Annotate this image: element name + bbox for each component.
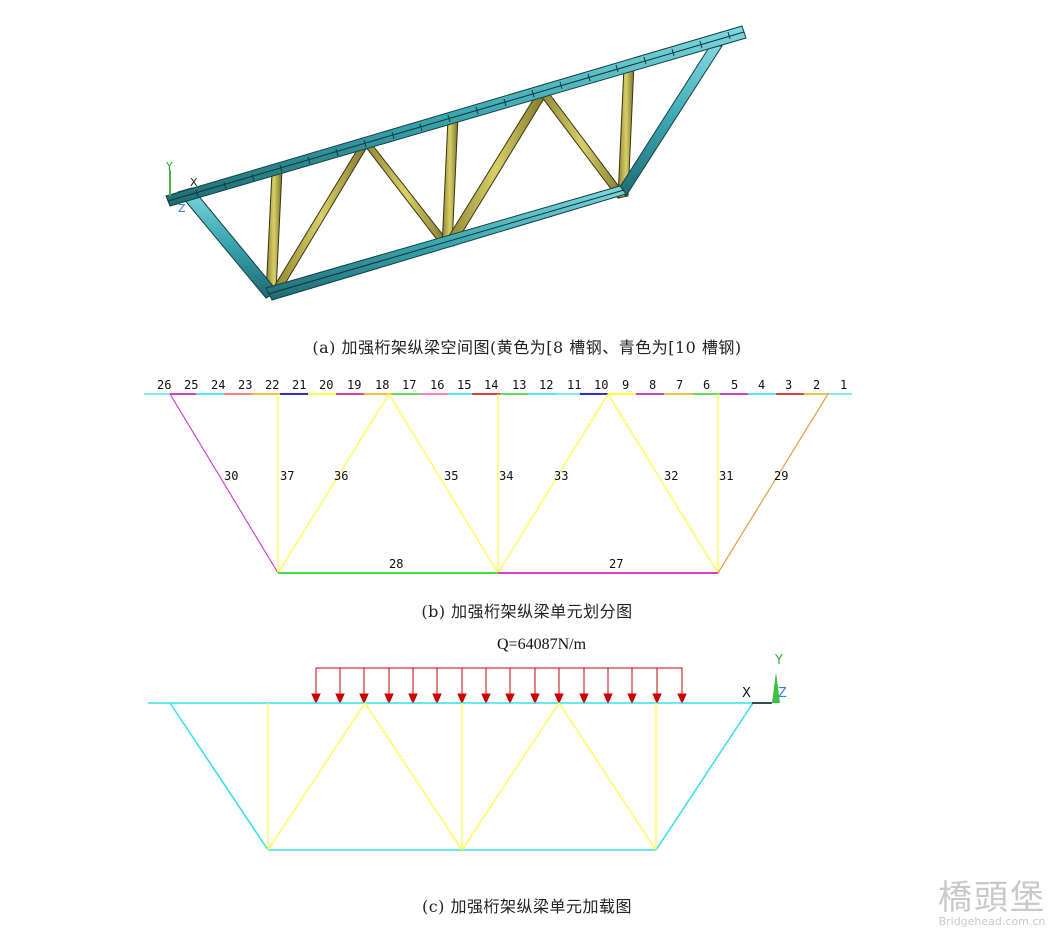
figure-a-caption: (a) 加强桁架纵梁空间图(黄色为[8 槽钢、青色为[10 槽钢)	[312, 338, 742, 357]
figure-c-load-arrows	[311, 667, 687, 705]
element-33	[497, 393, 609, 574]
label-31: 31	[719, 469, 733, 483]
label-13: 13	[512, 378, 526, 392]
end-diagonal-right	[655, 702, 754, 851]
label-8: 8	[649, 378, 656, 392]
label-33: 33	[554, 469, 568, 483]
element-36	[277, 393, 390, 574]
label-32: 32	[664, 469, 678, 483]
figure-a-axis-triad: Y X Z	[165, 160, 198, 215]
label-22: 22	[265, 378, 279, 392]
label-25: 25	[184, 378, 198, 392]
label-10: 10	[594, 378, 608, 392]
label-6: 6	[703, 378, 710, 392]
label-37: 37	[280, 469, 294, 483]
label-20: 20	[319, 378, 333, 392]
load-label: Q=64087N/m	[497, 636, 587, 653]
load-arrow	[384, 668, 394, 705]
figure-b-top-labels: 26 25 24 23 22 21 20 19 18 17 16 15 14 1…	[157, 378, 847, 392]
load-arrow	[359, 668, 369, 705]
figure-c-caption: (c) 加强桁架纵梁单元加载图	[421, 897, 633, 916]
load-arrow	[603, 668, 613, 705]
watermark-logo: 橋頭堡 Bridgehead.com.cn	[938, 870, 1046, 928]
label-9: 9	[622, 378, 629, 392]
label-3: 3	[785, 378, 792, 392]
axis-z-label: Z	[778, 686, 787, 701]
label-24: 24	[211, 378, 225, 392]
label-29: 29	[774, 469, 788, 483]
figure-c-chords	[148, 702, 770, 851]
label-21: 21	[292, 378, 306, 392]
label-5: 5	[731, 378, 738, 392]
label-17: 17	[402, 378, 416, 392]
label-7: 7	[676, 378, 683, 392]
figure-b-web-members	[169, 393, 829, 574]
label-28: 28	[389, 557, 403, 571]
figure-b-bottom-labels: 28 27	[389, 557, 623, 571]
axis-x-label: X	[190, 176, 198, 189]
label-35: 35	[444, 469, 458, 483]
load-arrow	[408, 668, 418, 705]
figure-c-axis-triad: Y X Z	[742, 653, 787, 704]
element-29	[717, 393, 829, 574]
load-arrow	[677, 668, 687, 705]
label-30: 30	[224, 469, 238, 483]
label-34: 34	[499, 469, 513, 483]
figure-b-caption: (b) 加强桁架纵梁单元划分图	[421, 602, 633, 621]
label-11: 11	[567, 378, 581, 392]
label-27: 27	[609, 557, 623, 571]
load-arrow	[652, 668, 662, 705]
load-arrow	[627, 668, 637, 705]
label-15: 15	[457, 378, 471, 392]
label-26: 26	[157, 378, 171, 392]
figure-c-web	[267, 702, 657, 851]
figure-a-bottom-chord	[265, 185, 627, 301]
element-35	[388, 393, 499, 574]
label-16: 16	[430, 378, 444, 392]
label-4: 4	[758, 378, 765, 392]
figure-a-top-chord	[165, 25, 747, 207]
load-arrow	[554, 668, 564, 705]
label-12: 12	[539, 378, 553, 392]
element-32	[607, 393, 719, 574]
load-arrow	[457, 668, 467, 705]
load-arrow	[335, 668, 345, 705]
label-14: 14	[484, 378, 498, 392]
axis-y-label: Y	[774, 653, 783, 668]
axis-y-label: Y	[165, 160, 173, 173]
watermark-url: Bridgehead.com.cn	[938, 915, 1046, 928]
load-arrow	[481, 668, 491, 705]
label-2: 2	[813, 378, 820, 392]
watermark-title: 橋頭堡	[938, 878, 1046, 918]
element-30	[169, 393, 279, 574]
label-18: 18	[375, 378, 389, 392]
label-36: 36	[334, 469, 348, 483]
load-arrow	[530, 668, 540, 705]
end-diagonal-left	[169, 702, 269, 851]
load-arrow	[579, 668, 589, 705]
load-arrow	[432, 668, 442, 705]
load-arrow	[311, 668, 321, 705]
axis-x-label: X	[742, 686, 751, 701]
axis-z-label: Z	[178, 202, 186, 215]
label-19: 19	[347, 378, 361, 392]
label-1: 1	[840, 378, 847, 392]
load-arrow	[505, 668, 515, 705]
label-23: 23	[238, 378, 252, 392]
figure-b-web-labels: 30 37 36 35 34 33 32 31 29	[224, 469, 788, 483]
